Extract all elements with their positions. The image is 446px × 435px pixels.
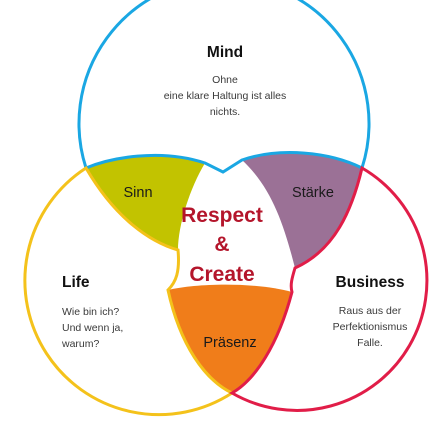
business-text-line-1: Raus aus der	[339, 305, 402, 317]
life-circle	[23, 165, 236, 417]
business-text-line-3: Falle.	[357, 337, 383, 349]
business-circle	[228, 165, 429, 412]
mind-title: Mind	[207, 44, 243, 61]
staerke-petal	[242, 152, 362, 268]
life-text-line-3: warum?	[61, 338, 100, 350]
sinn-petal	[86, 155, 205, 250]
praesenz-petal	[168, 284, 292, 393]
business-title: Business	[336, 274, 405, 291]
mind-text-line-3: nichts.	[210, 106, 240, 118]
sinn-label: Sinn	[123, 185, 152, 201]
life-text-line-1: Wie bin ich?	[62, 306, 119, 318]
mind-circle	[77, 0, 371, 174]
center-line-2: &	[214, 233, 229, 256]
mind-text-line-1: Ohne	[212, 74, 238, 86]
life-text-line-2: Und wenn ja,	[62, 322, 123, 334]
staerke-label: Stärke	[292, 185, 334, 201]
center-line-3: Create	[189, 263, 254, 286]
praesenz-label: Präsenz	[203, 335, 256, 351]
center-line-1: Respect	[181, 204, 263, 227]
business-text-line-2: Perfektionismus	[333, 321, 408, 333]
life-title: Life	[62, 274, 90, 291]
mind-text-line-2: eine klare Haltung ist alles	[164, 90, 287, 102]
